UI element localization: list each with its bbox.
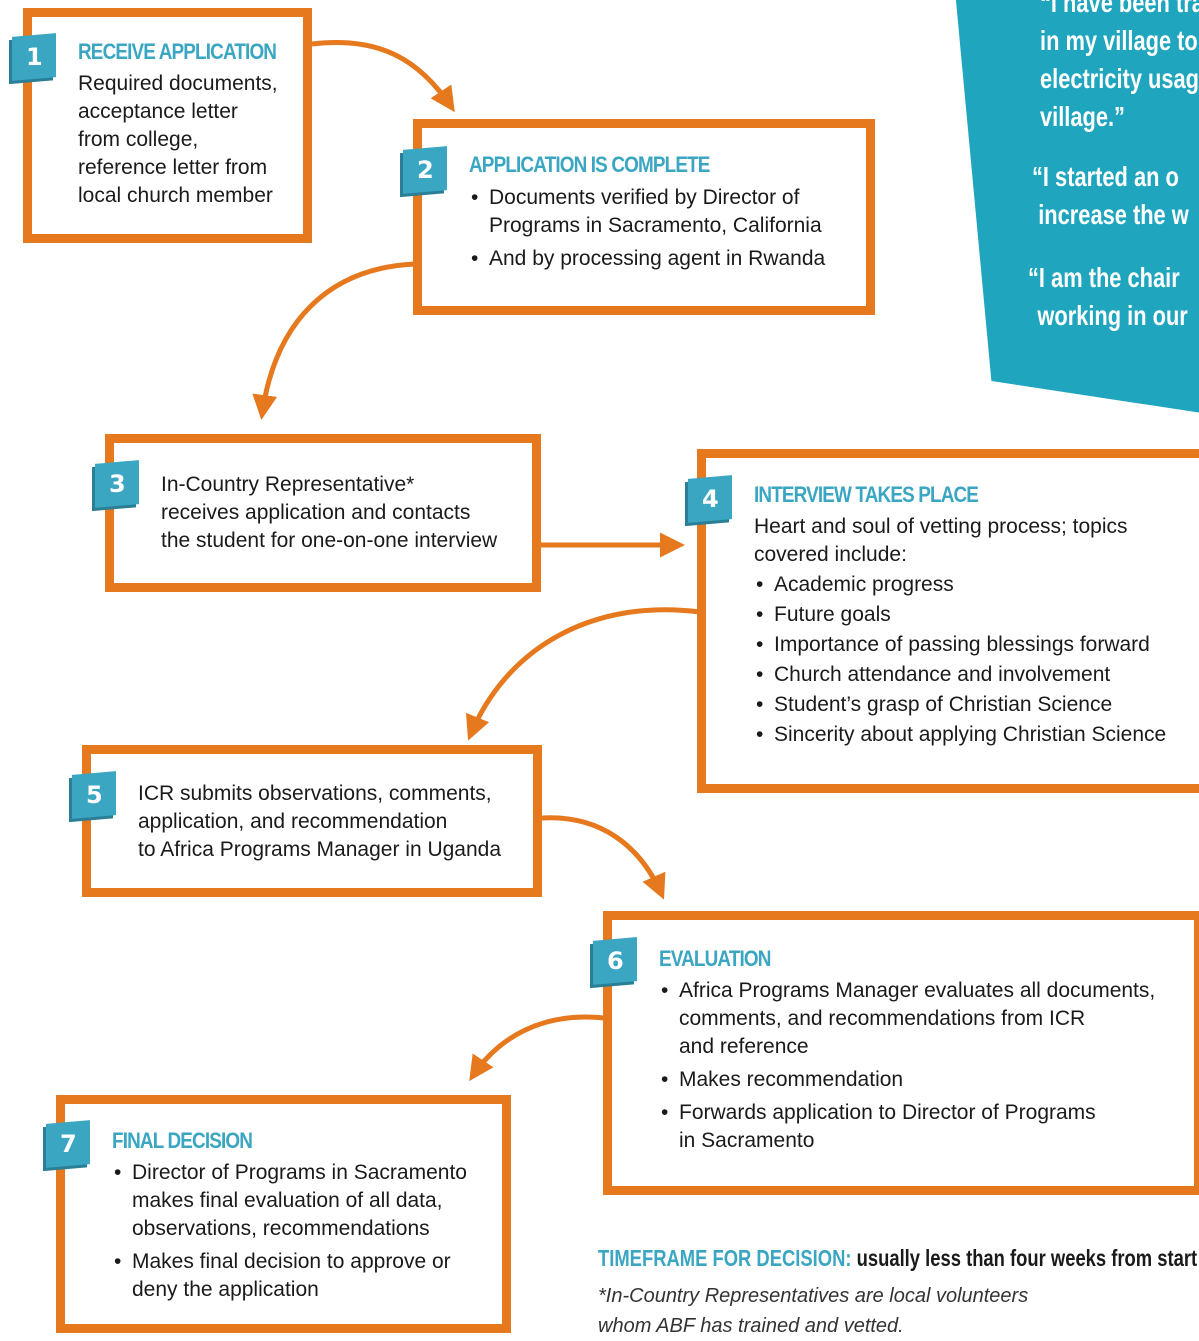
footnote: *In-Country Representatives are local vo… (598, 1281, 1158, 1341)
step-number: 1 (25, 43, 43, 72)
step-number: 2 (416, 156, 434, 185)
arrow-4-to-5 (465, 607, 701, 741)
step-3-text: In-Country Representative* receives appl… (161, 471, 497, 555)
quote-line: in my village to (1040, 25, 1198, 56)
text-line: Forwards application to Director of Prog… (679, 1101, 1096, 1124)
quote-line: “I have been trained (1040, 0, 1199, 18)
step-3-box (105, 434, 541, 592)
text-line: receives application and contacts (161, 501, 471, 524)
step-number: 7 (59, 1130, 77, 1159)
text-line: and reference (679, 1035, 809, 1058)
text-line: Makes final decision to approve or (132, 1250, 451, 1273)
bullet-item: Director of Programs in Sacramento makes… (112, 1159, 502, 1243)
quote-line: “I started an o (1032, 161, 1179, 192)
step-7-heading: FINAL DECISION (112, 1128, 253, 1153)
step-7-badge: 7 (46, 1120, 90, 1168)
step-3-badge: 3 (95, 460, 139, 508)
text-line: Heart and soul of vetting process; topic… (754, 515, 1128, 538)
text-line: comments, and recommendations from ICR (679, 1007, 1086, 1030)
quote-line: village.” (1040, 101, 1125, 132)
step-1-heading: RECEIVE APPLICATION (78, 39, 277, 64)
timeframe-note: TIMEFRAME FOR DECISION: usually less tha… (598, 1245, 1199, 1272)
arrow-1-to-2 (311, 40, 455, 113)
bullet-item: Church attendance and involvement (754, 661, 1194, 689)
step-1-badge: 1 (12, 33, 56, 81)
timeframe-text: usually less than four weeks from start … (851, 1245, 1199, 1271)
step-6-heading: EVALUATION (659, 946, 771, 971)
quote-line: electricity usage (1040, 63, 1199, 94)
bullet-item: Sincerity about applying Christian Scien… (754, 721, 1194, 749)
text-line: In-Country Representative* (161, 473, 415, 496)
bullet-item: Makes recommendation (659, 1066, 1189, 1094)
footnote-line: whom ABF has trained and vetted. (598, 1315, 904, 1337)
text-line: reference letter from (78, 156, 268, 179)
step-5-box (82, 745, 542, 897)
arrow-6-to-7 (469, 1014, 605, 1082)
text-line: Programs in Sacramento, California (489, 214, 822, 237)
text-line: local church member (78, 184, 273, 207)
text-line: application, and recommendation (138, 810, 448, 833)
step-number: 6 (606, 947, 624, 976)
step-7-bullets: Director of Programs in Sacramento makes… (112, 1159, 502, 1309)
bullet-item: Forwards application to Director of Prog… (659, 1099, 1189, 1155)
text-line: Documents verified by Director of (489, 186, 800, 209)
step-2-heading: APPLICATION IS COMPLETE (469, 152, 710, 177)
timeframe-label: TIMEFRAME FOR DECISION: (598, 1245, 852, 1271)
text-line: in Sacramento (679, 1129, 815, 1152)
step-4-bullets: Academic progress Future goals Importanc… (754, 571, 1194, 751)
bullet-item: Student’s grasp of Christian Science (754, 691, 1194, 719)
text-line: deny the application (132, 1278, 319, 1301)
arrow-2-to-3 (252, 261, 416, 420)
text-line: And by processing agent in Rwanda (489, 247, 826, 270)
quote-line: increase the w (1038, 199, 1189, 230)
step-5-text: ICR submits observations, comments, appl… (138, 780, 501, 864)
bullet-item: Makes final decision to approve or deny … (112, 1248, 502, 1304)
text-line: covered include: (754, 543, 907, 566)
step-number: 5 (85, 781, 103, 810)
step-4-heading: INTERVIEW TAKES PLACE (754, 482, 979, 507)
text-line: from college, (78, 128, 199, 151)
bullet-item: Importance of passing blessings forward (754, 631, 1194, 659)
step-1-box (23, 8, 312, 243)
step-5-badge: 5 (72, 771, 116, 819)
quote-line: “I am the chair (1028, 262, 1180, 293)
text-line: Required documents, (78, 72, 278, 95)
quote-1: “I have been trained in my village to el… (1040, 0, 1199, 136)
quote-panel (955, 0, 1199, 415)
arrow-5-to-6 (541, 815, 666, 900)
text-line: the student for one-on-one interview (161, 529, 498, 552)
step-number: 4 (701, 485, 719, 514)
quote-2: “I started an o increase the w (1032, 158, 1189, 234)
bullet-item: Academic progress (754, 571, 1194, 599)
bullet-item: Future goals (754, 601, 1194, 629)
step-number: 3 (108, 470, 126, 499)
bullet-item: Africa Programs Manager evaluates all do… (659, 977, 1189, 1061)
step-6-badge: 6 (593, 937, 637, 985)
step-4-badge: 4 (688, 475, 732, 523)
quote-line: working in our (1037, 300, 1188, 331)
text-line: acceptance letter (78, 100, 238, 123)
step-1-text: Required documents, acceptance letter fr… (78, 70, 278, 210)
text-line: Director of Programs in Sacramento (132, 1161, 467, 1184)
bullet-item: And by processing agent in Rwanda (469, 245, 864, 273)
text-line: Africa Programs Manager evaluates all do… (679, 979, 1156, 1002)
step-2-badge: 2 (403, 146, 447, 194)
text-line: Makes recommendation (679, 1068, 904, 1091)
text-line: observations, recommendations (132, 1217, 430, 1240)
quote-3: “I am the chair working in our (1028, 259, 1188, 335)
text-line: ICR submits observations, comments, (138, 782, 492, 805)
step-4-intro: Heart and soul of vetting process; topic… (754, 513, 1128, 569)
text-line: makes final evaluation of all data, (132, 1189, 443, 1212)
footnote-line: *In-Country Representatives are local vo… (598, 1285, 1029, 1307)
step-6-bullets: Africa Programs Manager evaluates all do… (659, 977, 1189, 1160)
text-line: to Africa Programs Manager in Uganda (138, 838, 502, 861)
bullet-item: Documents verified by Director of Progra… (469, 184, 864, 240)
step-2-bullets: Documents verified by Director of Progra… (469, 184, 864, 278)
